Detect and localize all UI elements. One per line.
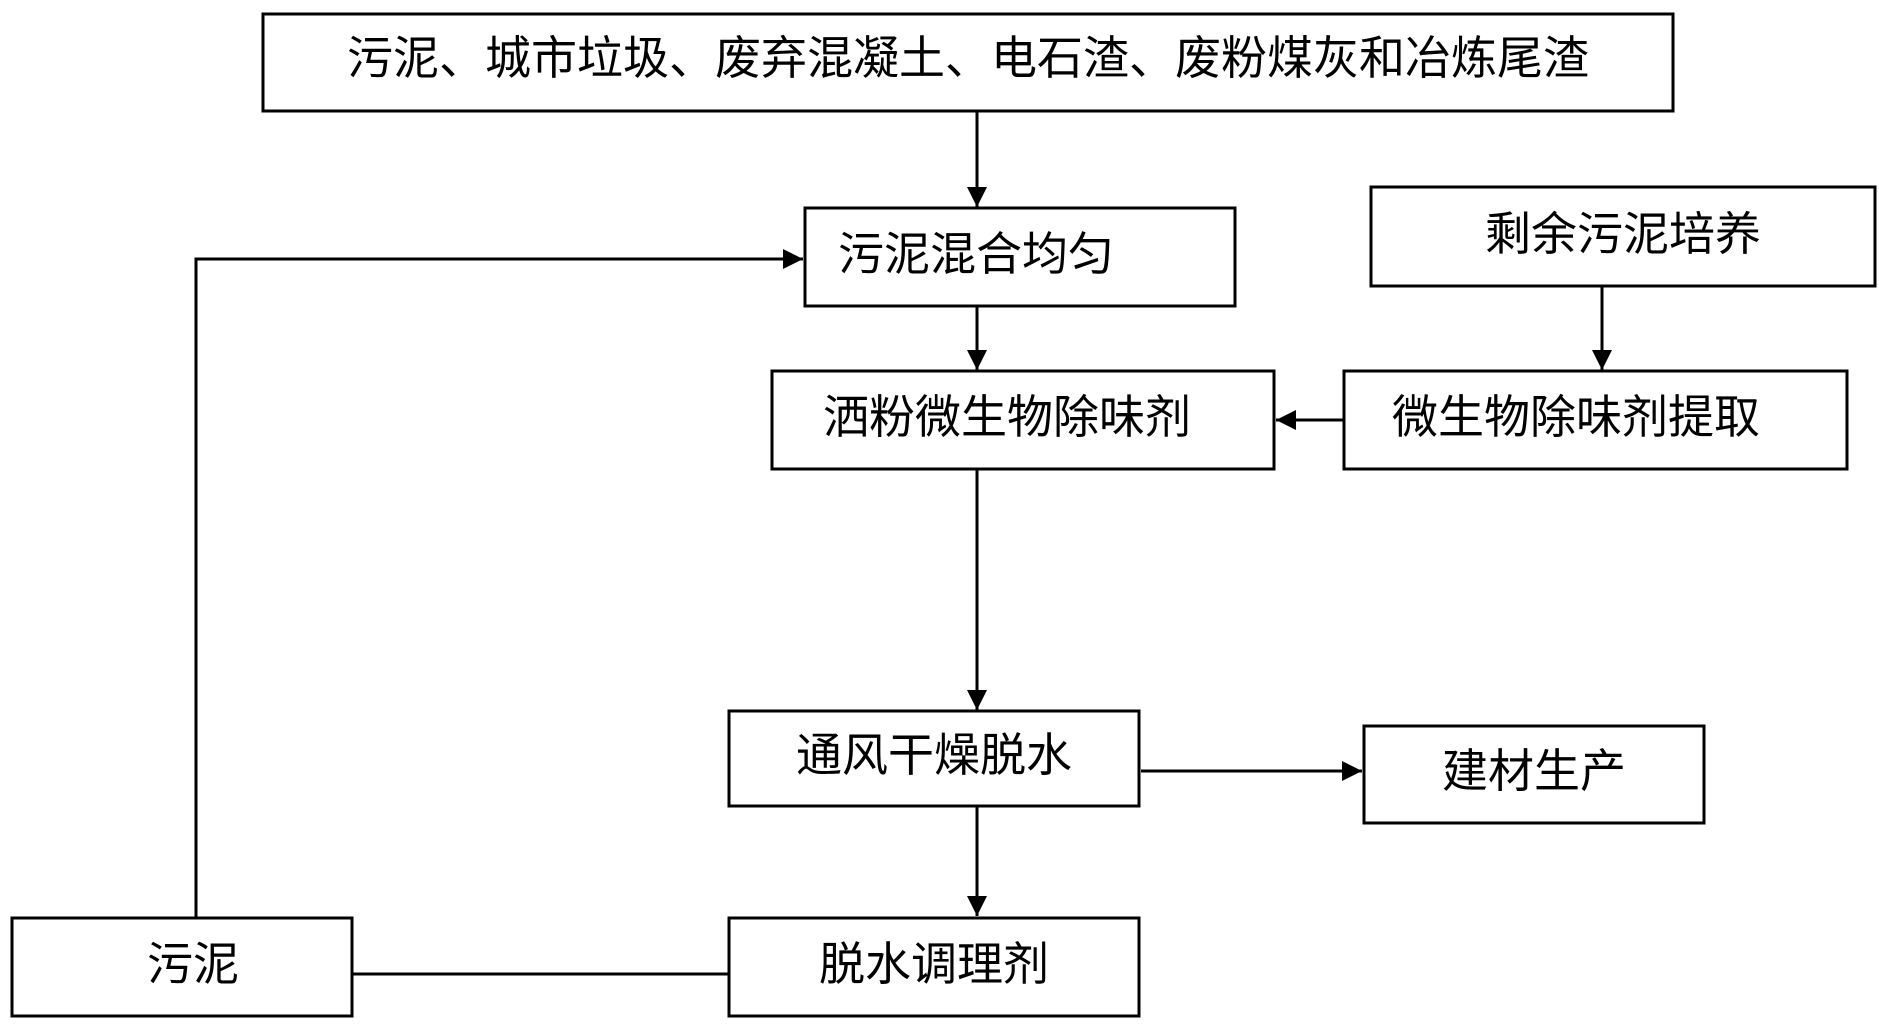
node-raw-materials: 污泥、城市垃圾、废弃混凝土、电石渣、废粉煤灰和冶炼尾渣 (261, 12, 1675, 113)
node-ventilation-drying-label: 通风干燥脱水 (796, 728, 1072, 782)
edge-sludge-to-mixing (194, 249, 803, 917)
node-dewatering-conditioner-label: 脱水调理剂 (819, 937, 1049, 991)
edges (194, 112, 1612, 976)
node-building-material-production: 建材生产 (1362, 724, 1706, 825)
node-ventilation-drying: 通风干燥脱水 (727, 709, 1141, 808)
node-deodorant-extraction-label: 微生物除味剂提取 (1392, 390, 1760, 444)
node-spray-deodorant-label: 洒粉微生物除味剂 (823, 390, 1191, 444)
node-raw-materials-label: 污泥、城市垃圾、废弃混凝土、电石渣、废粉煤灰和冶炼尾渣 (347, 31, 1589, 85)
node-excess-sludge-culture: 剩余污泥培养 (1369, 185, 1877, 288)
node-sludge-label: 污泥 (147, 937, 239, 991)
node-dewatering-conditioner: 脱水调理剂 (727, 916, 1141, 1018)
node-sludge: 污泥 (10, 916, 354, 1018)
node-sludge-mixing: 污泥混合均匀 (803, 206, 1237, 308)
node-building-material-production-label: 建材生产 (1442, 744, 1626, 798)
node-deodorant-extraction: 微生物除味剂提取 (1342, 369, 1849, 471)
node-spray-deodorant: 洒粉微生物除味剂 (770, 369, 1276, 471)
node-sludge-mixing-label: 污泥混合均匀 (838, 227, 1114, 281)
node-excess-sludge-culture-label: 剩余污泥培养 (1485, 207, 1761, 261)
